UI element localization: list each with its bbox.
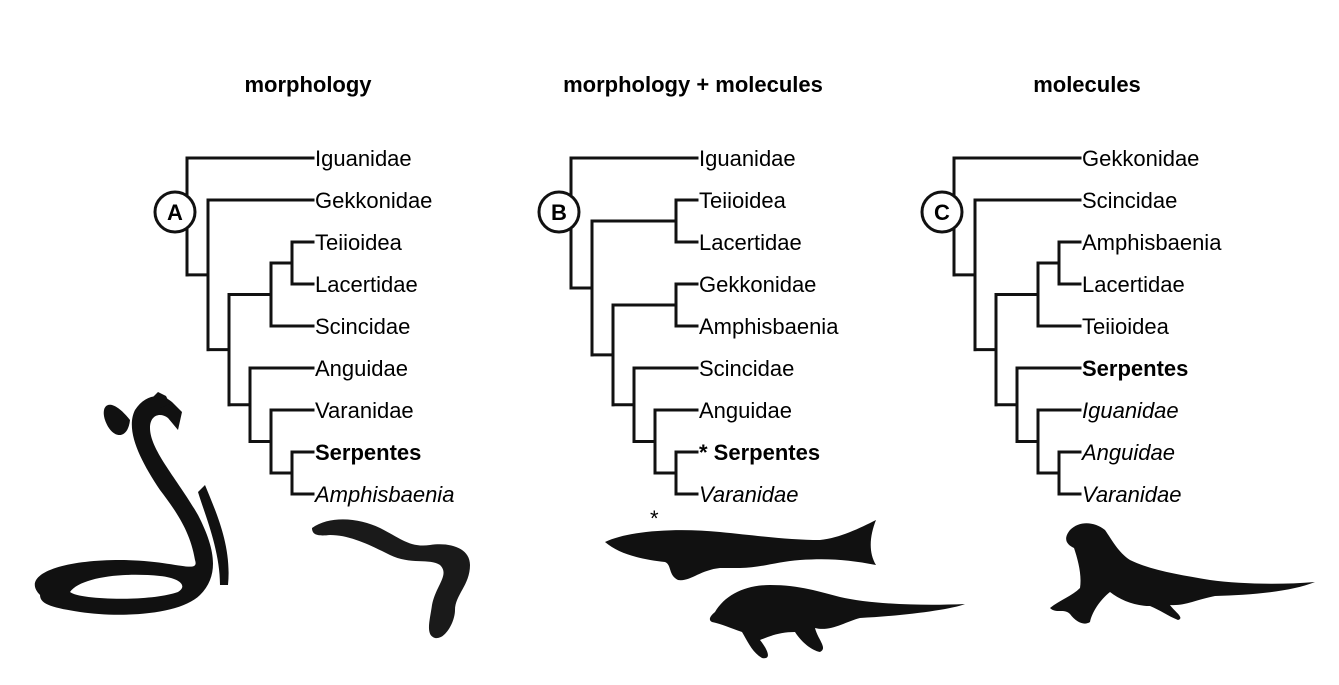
taxon-label: Anguidae: [1080, 440, 1175, 465]
taxon-label: * Serpentes: [699, 440, 820, 465]
taxon-label: Scincidae: [699, 356, 794, 381]
taxon-label: Teiioidea: [315, 230, 403, 255]
taxon-label: Lacertidae: [315, 272, 418, 297]
taxon-label: Anguidae: [699, 398, 792, 423]
tree-title: morphology + molecules: [563, 72, 823, 97]
tree-title: morphology: [244, 72, 372, 97]
taxon-label: Scincidae: [1082, 188, 1177, 213]
taxon-label: Scincidae: [315, 314, 410, 339]
taxon-label: Iguanidae: [1082, 398, 1179, 423]
taxon-label: Lacertidae: [699, 230, 802, 255]
node-marker-circle: [920, 190, 964, 234]
taxon-label: Lacertidae: [1082, 272, 1185, 297]
taxon-label: Varanidae: [315, 398, 414, 423]
iguana-silhouette: [1050, 523, 1315, 624]
node-marker-label: A: [167, 200, 183, 225]
mosasaur-silhouette: [605, 520, 876, 581]
taxon-label: Gekkonidae: [699, 272, 816, 297]
mosasaur-marker: *: [650, 506, 659, 531]
taxon-label: Amphisbaenia: [1082, 230, 1222, 255]
taxon-label: Gekkonidae: [1082, 146, 1199, 171]
node-marker-label: B: [551, 200, 567, 225]
amphisbaenian-silhouette: [312, 519, 470, 639]
tree-B: morphology + moleculesIguanidaeTeiioidea…: [537, 72, 839, 507]
tree-title: molecules: [1033, 72, 1141, 97]
node-marker-label: C: [934, 200, 950, 225]
tree-C: moleculesGekkonidaeScincidaeAmphisbaenia…: [920, 72, 1222, 507]
monitor-lizard-silhouette: [709, 585, 965, 659]
taxon-label: Gekkonidae: [315, 188, 432, 213]
taxon-label: Varanidae: [699, 482, 798, 507]
snake-silhouette: [34, 392, 229, 615]
node-marker-circle: [537, 190, 581, 234]
taxon-label: Varanidae: [1082, 482, 1181, 507]
taxon-label: Iguanidae: [315, 146, 412, 171]
taxon-label: Serpentes: [1082, 356, 1188, 381]
taxon-label: Teiioidea: [699, 188, 787, 213]
taxon-label: Amphisbaenia: [313, 482, 454, 507]
tree-A: morphologyIguanidaeGekkonidaeTeiioideaLa…: [153, 72, 454, 507]
taxon-label: Anguidae: [315, 356, 408, 381]
taxon-label: Teiioidea: [1082, 314, 1170, 339]
taxon-label: Serpentes: [315, 440, 421, 465]
taxon-label: Amphisbaenia: [699, 314, 839, 339]
node-marker-circle: [153, 190, 197, 234]
taxon-label: Iguanidae: [699, 146, 796, 171]
